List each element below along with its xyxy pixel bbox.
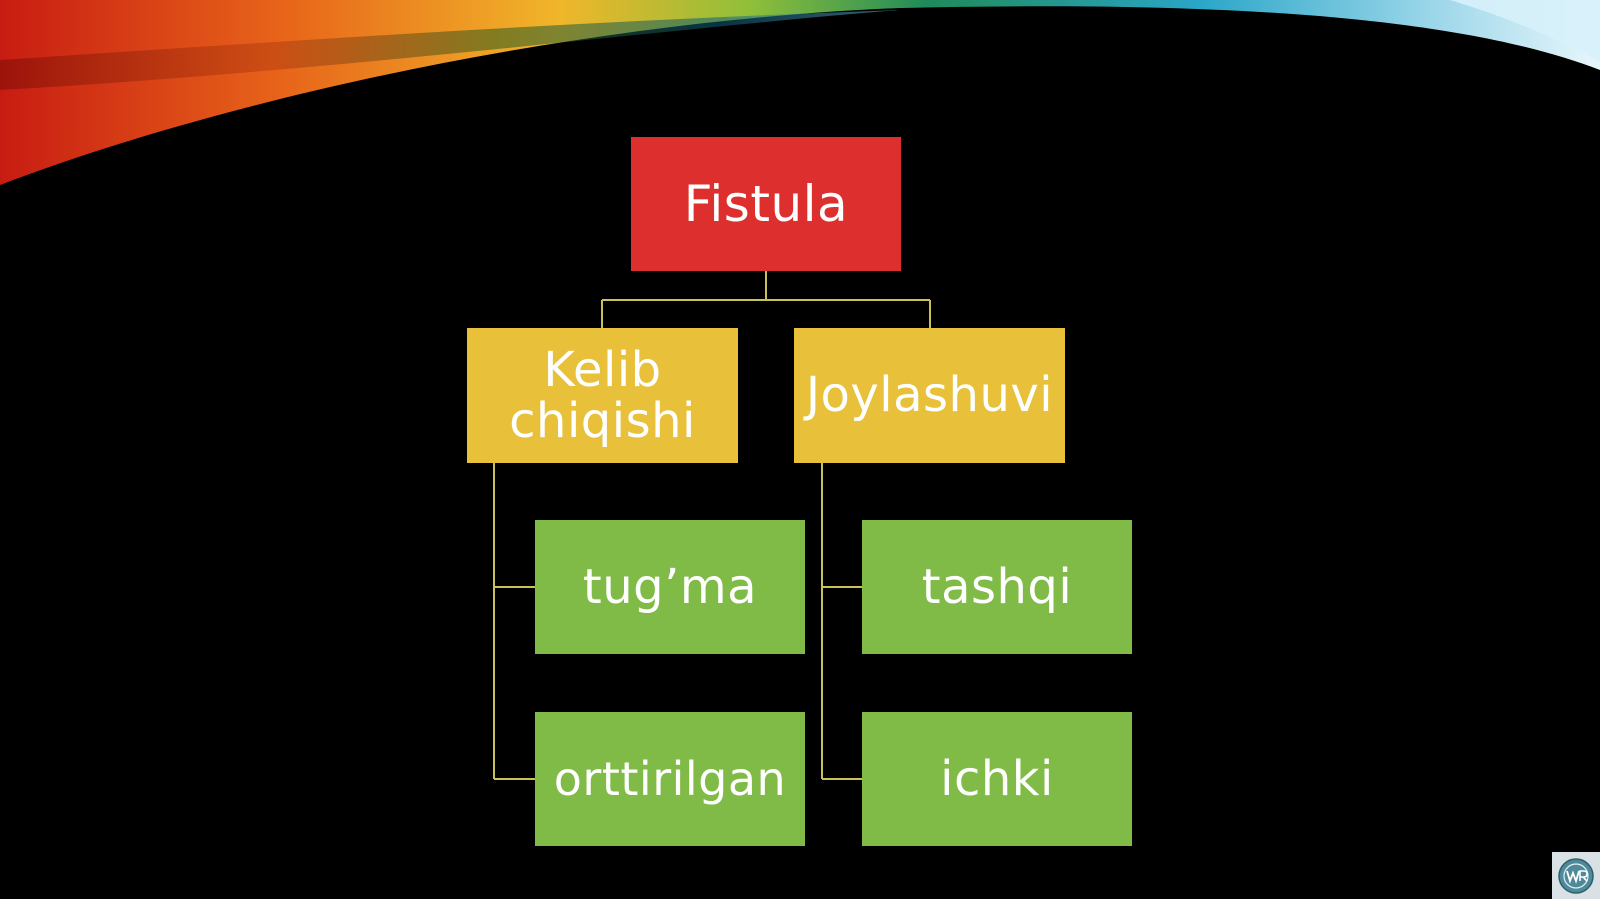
node-orttirilgan: orttirilgan (535, 712, 805, 846)
node-kelib-chiqishi: Kelib chiqishi (467, 328, 738, 463)
node-joylashuvi: Joylashuvi (794, 328, 1065, 463)
corner-logo-badge (1552, 852, 1600, 899)
top-swoosh-decoration (0, 0, 1600, 185)
node-root-fistula: Fistula (631, 137, 901, 271)
node-tashqi: tashqi (862, 520, 1132, 654)
wr-logo-icon (1558, 857, 1594, 894)
node-tugma: tug’ma (535, 520, 805, 654)
node-ichki: ichki (862, 712, 1132, 846)
